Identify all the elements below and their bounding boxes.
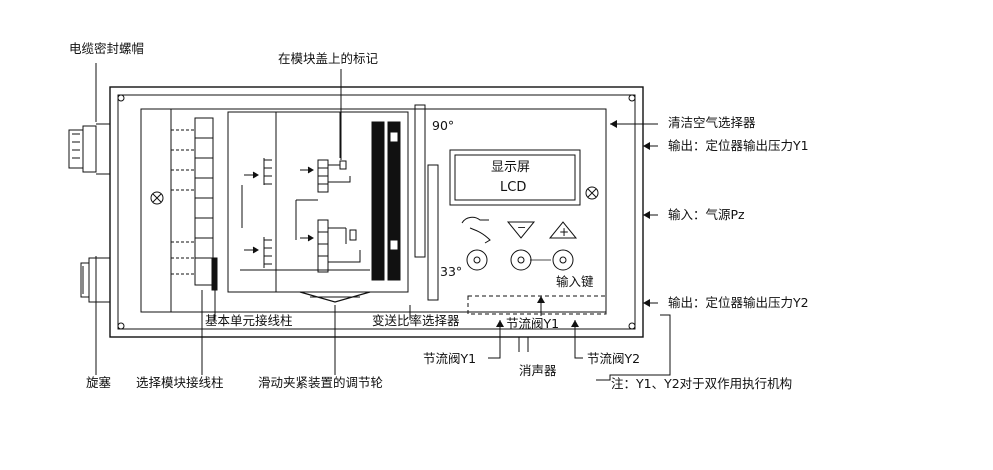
label-input-pz: 输入：气源Pz [668,207,745,222]
label-output-y1: 输出：定位器输出压力Y1 [668,138,809,153]
ratio-selector [414,104,439,301]
label-input-keys: 输入键 [556,274,594,289]
label-throttle-y1: 节流阀Y1 [423,351,477,366]
hand-icon [461,216,491,244]
ribbon-connector [371,121,401,281]
right-screw-icon [585,186,599,200]
label-basic-unit-terminal: 基本单元接线柱 [205,313,293,328]
left-screw-icon [150,191,164,205]
label-output-y2: 输出：定位器输出压力Y2 [668,295,809,310]
display-text-line2: LCD [500,180,527,195]
input-key-buttons [466,249,574,271]
leader-note [596,314,671,381]
triangle-up-plus-icon [548,221,578,239]
cable-gland-icon [68,123,110,175]
housing-outer [109,86,644,338]
leader-throttle-y2 [574,320,583,359]
plug-icon [80,256,111,304]
valve-region [467,295,607,315]
label-note: 注：Y1、Y2对于双作用执行机构 [611,376,793,391]
label-plug: 旋塞 [86,375,112,390]
label-clean-air-selector: 清洁空气选择器 [668,115,756,130]
cover-plate [140,108,607,313]
lcd-display [449,149,581,206]
corner-screw [628,322,636,330]
plus-glyph: + [559,225,570,239]
corner-screw [117,94,125,102]
label-angle-90: 90° [432,118,455,133]
label-muffler: 消声器 [519,363,557,378]
label-angle-33: 33° [440,264,463,279]
label-throttle-y1-inner: 节流阀Y1 [506,316,560,331]
display-text-line1: 显示屏 [491,160,531,175]
option-module [227,111,409,303]
label-module-cover-mark: 在模块盖上的标记 [278,51,379,66]
label-slip-clutch: 滑动夹紧装置的调节轮 [258,375,384,390]
triangle-down-icon [506,221,536,239]
basic-terminal-block [170,109,218,312]
corner-screw [117,322,125,330]
label-cable-gland: 电缆密封螺帽 [69,41,145,56]
leader-throttle-y1-outer [488,320,501,359]
label-ratio-selector: 变送比率选择器 [372,313,460,328]
corner-screw [628,94,636,102]
label-option-module-terminal: 选择模块接线柱 [136,375,224,390]
leader-muffler [510,336,529,352]
minus-glyph: − [517,221,527,234]
label-throttle-y2: 节流阀Y2 [587,351,641,366]
housing-inner [117,94,636,330]
